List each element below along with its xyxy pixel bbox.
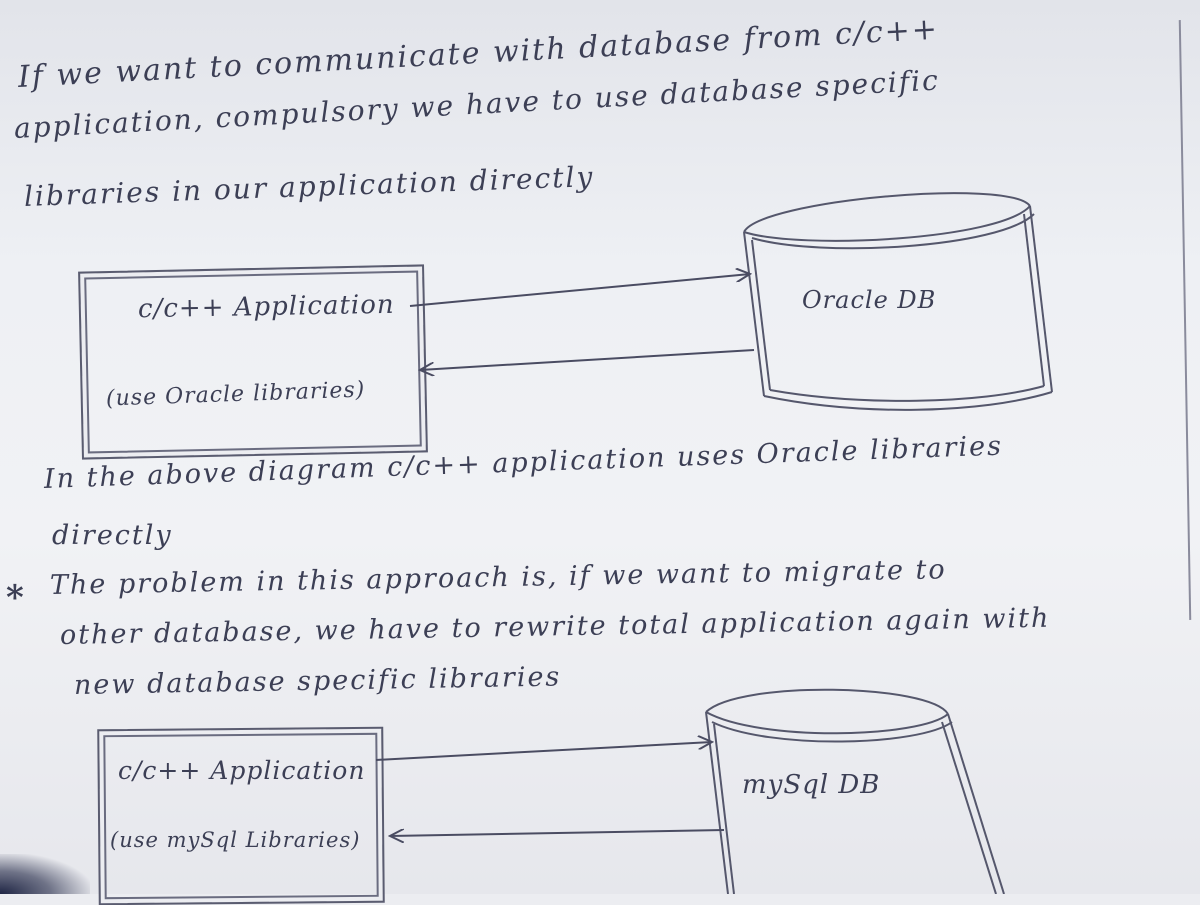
problem-line-3: new database specific libraries (73, 661, 562, 701)
problem-line-2: other database, we have to rewrite total… (59, 602, 1051, 651)
problem-bullet: * (6, 578, 26, 618)
problem-line-1: The problem in this approach is, if we w… (49, 554, 947, 601)
page-margin-line (1178, 20, 1192, 620)
oracle-db-label: Oracle DB (802, 286, 937, 314)
explanation-line-2: directly (52, 520, 173, 551)
hand-shadow (0, 854, 90, 894)
mysql-app-subtitle: (use mySql Libraries) (110, 828, 361, 852)
intro-line-3: libraries in our application directly (23, 160, 595, 213)
mysql-request-arrow (375, 742, 712, 761)
mysql-app-title: c/c++ Application (118, 756, 366, 785)
oracle-app-title: c/c++ Application (137, 289, 395, 325)
mysql-db-label: mySql DB (742, 770, 881, 800)
mysql-response-arrow (390, 830, 725, 836)
mysql-app-box (97, 726, 385, 905)
oracle-response-arrow (420, 349, 755, 370)
oracle-request-arrow (409, 274, 750, 307)
